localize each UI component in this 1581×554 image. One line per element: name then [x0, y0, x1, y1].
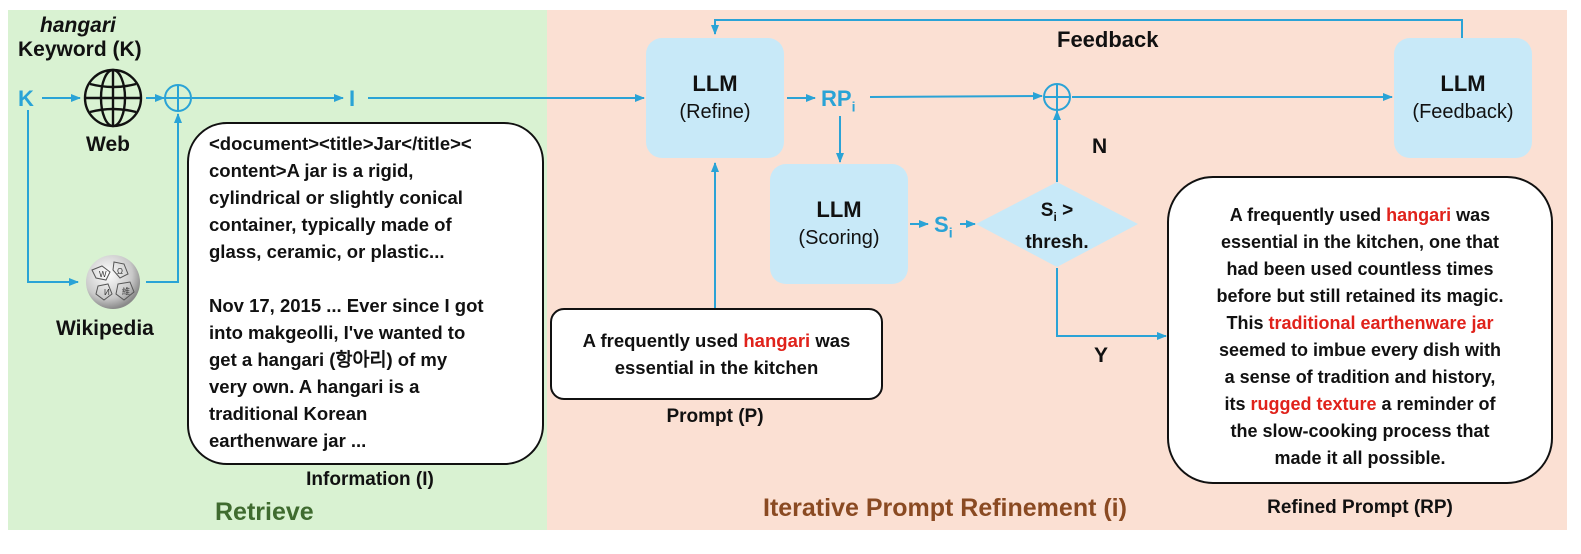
llm-refine-title: LLM — [692, 71, 738, 96]
prompt-line-1: A frequently used hangari was — [582, 330, 851, 351]
llm-refine-box: LLM (Refine) — [646, 38, 784, 158]
web-label: Web — [86, 133, 130, 156]
llm-feedback-box: LLM (Feedback) — [1394, 38, 1532, 158]
info-line-spacer — [209, 265, 542, 292]
llm-scoring-title: LLM — [816, 197, 862, 222]
refined-line: seemed to imbue every dish with — [1218, 340, 1502, 360]
feedback-label: Feedback — [1057, 27, 1159, 52]
refined-line: had been used countless times — [1226, 259, 1494, 279]
s-symbol: Si — [934, 212, 953, 241]
refined-line: A frequently used hangari was — [1229, 205, 1491, 225]
refined-prompt-box: A frequently used hangari was essential … — [1167, 176, 1553, 484]
yes-label: Y — [1094, 344, 1109, 367]
arrow-decision-yes — [1056, 268, 1167, 340]
globe-icon — [82, 67, 144, 134]
prompt-line-2: essential in the kitchen — [614, 357, 819, 378]
arrow-rp-to-plus — [869, 92, 1043, 101]
llm-scoring-box: LLM (Scoring) — [770, 164, 908, 284]
info-line: very own. A hangari is a — [209, 376, 420, 397]
svg-text:W: W — [99, 270, 107, 279]
llm-scoring-sub: (Scoring) — [798, 227, 880, 249]
refined-line: before but still retained its magic. — [1216, 286, 1504, 306]
svg-text:И: И — [104, 288, 110, 297]
refined-line: its rugged texture a reminder of — [1224, 394, 1496, 414]
llm-feedback-title: LLM — [1440, 71, 1486, 96]
wikipedia-label: Wikipedia — [56, 317, 154, 340]
arrow-k-to-wikipedia — [27, 110, 79, 286]
information-caption: Information (I) — [306, 469, 434, 490]
retrieve-title: Retrieve — [215, 498, 314, 526]
keyword-label: Keyword (K) — [18, 38, 142, 61]
llm-refine-sub: (Refine) — [679, 101, 751, 123]
refined-line: This traditional earthenware jar — [1226, 313, 1494, 333]
arrow-feedback-loop — [711, 19, 1463, 38]
refined-line: the slow-cooking process that — [1230, 421, 1490, 441]
refined-line: a sense of tradition and history, — [1224, 367, 1496, 387]
info-line: cylindrical or slightly conical — [209, 187, 463, 208]
llm-feedback-sub: (Feedback) — [1412, 101, 1514, 123]
decision-diamond — [976, 182, 1138, 267]
prompt-highlight: hangari — [743, 330, 811, 351]
refined-prompt-caption: Refined Prompt (RP) — [1267, 497, 1453, 518]
k-symbol: K — [18, 86, 34, 111]
i-symbol: I — [349, 86, 356, 111]
info-line: earthenware jar ... — [209, 430, 367, 451]
decision-text: Si > thresh. — [1025, 200, 1089, 253]
prompt-box: A frequently used hangari was essential … — [550, 308, 883, 400]
info-line: traditional Korean — [209, 403, 368, 424]
info-line: Nov 17, 2015 ... Ever since I got — [209, 295, 484, 316]
no-label: N — [1092, 135, 1108, 158]
arrow-wikipedia-to-plus — [146, 113, 182, 283]
info-line: get a hangari (항아리) of my — [209, 349, 448, 370]
svg-text:維: 維 — [122, 286, 130, 296]
wikipedia-icon: W Ω И 維 — [80, 250, 146, 317]
info-line: container, typically made of — [209, 214, 452, 235]
information-box: <document><title>Jar</title>< content>A … — [187, 122, 544, 465]
refined-line: made it all possible. — [1274, 448, 1446, 468]
info-line: <document><title>Jar</title>< — [209, 133, 472, 154]
info-line: into makgeolli, I've wanted to — [209, 322, 466, 343]
keyword-term: hangari — [40, 14, 116, 37]
refined-line: essential in the kitchen, one that — [1220, 232, 1500, 252]
refine-title: Iterative Prompt Refinement (i) — [763, 494, 1127, 522]
info-line: glass, ceramic, or plastic... — [209, 241, 445, 262]
info-line: content>A jar is a rigid, — [209, 160, 414, 181]
rp-symbol: RPi — [821, 86, 856, 115]
svg-text:Ω: Ω — [117, 267, 123, 276]
prompt-caption: Prompt (P) — [666, 406, 764, 427]
